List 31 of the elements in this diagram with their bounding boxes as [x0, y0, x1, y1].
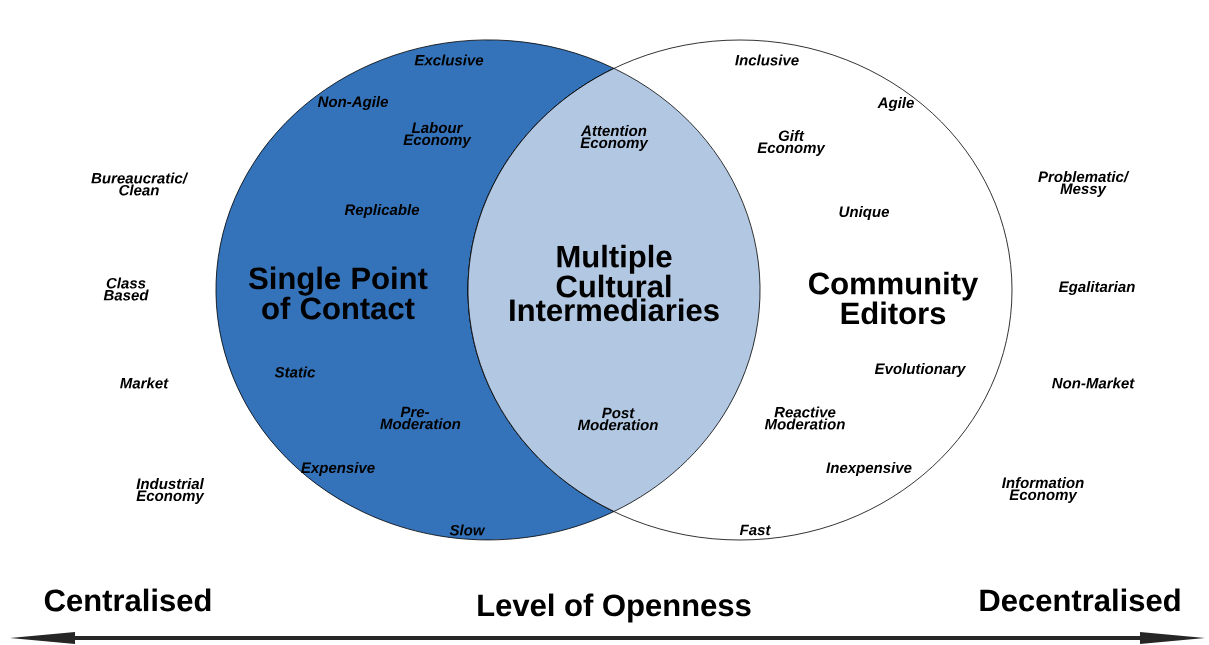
attribute-label: Inclusive [735, 54, 799, 66]
attribute-label: Market [120, 377, 169, 389]
circle-heading: Community Editors [809, 271, 979, 325]
attribute-label: Gift Economy [757, 130, 826, 156]
attribute-label: Non-Agile [317, 96, 388, 110]
attribute-label: Egalitarian [1058, 281, 1135, 295]
attribute-label: Unique [839, 206, 889, 220]
axis-label: Level of Openness [478, 593, 751, 623]
attribute-label: Class Based [103, 277, 149, 301]
attribute-label: Pre-Moderation [380, 406, 461, 430]
attribute-label: Non-Market [1052, 377, 1135, 389]
attribute-label: Post Moderation [577, 407, 658, 431]
attribute-label: Fast [739, 524, 771, 536]
axis-label: Decentralised [980, 588, 1180, 612]
attribute-label: Labour Economy [403, 122, 472, 148]
attribute-label: Agile [877, 97, 914, 111]
attribute-label: Bureaucratic/ Clean [91, 172, 189, 196]
attribute-label: Problematic/ Messy [1038, 171, 1130, 197]
attribute-label: Reactive Moderation [764, 406, 845, 430]
attribute-label: Replicable [344, 204, 420, 218]
attribute-label: Exclusive [414, 54, 484, 66]
attribute-label: Information Economy [1002, 477, 1084, 503]
circle-heading: Multiple Cultural Intermediaries [510, 244, 719, 322]
attribute-label: Attention Economy [580, 125, 649, 151]
axis-label: Centralised [44, 588, 211, 612]
attribute-label: Evolutionary [874, 363, 967, 377]
circle-heading: Single Point of Contact [249, 266, 428, 320]
attribute-label: Expensive [301, 462, 375, 476]
attribute-label: Slow [449, 524, 486, 536]
attribute-label: Inexpensive [826, 462, 912, 476]
attribute-label: Static [274, 366, 316, 378]
